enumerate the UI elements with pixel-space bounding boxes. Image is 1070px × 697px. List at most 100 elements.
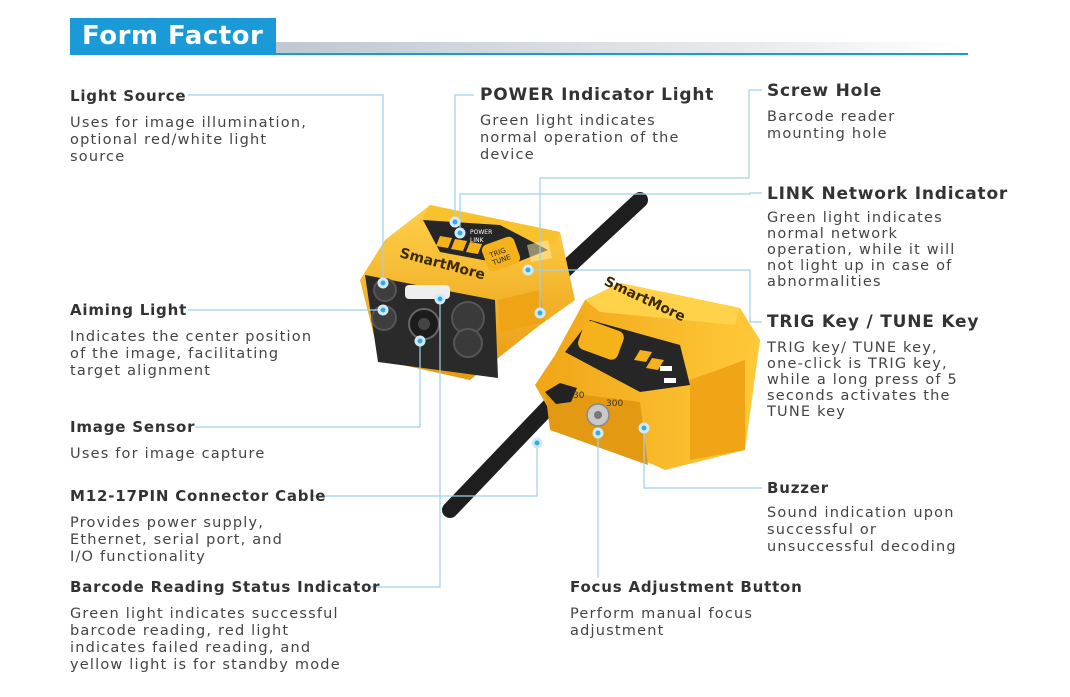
trig-key-title: TRIG Key / TUNE Key [767, 312, 980, 332]
section-title: Form Factor [70, 18, 276, 54]
label-aiming-light: Aiming Light Indicates the center positi… [70, 301, 312, 380]
leader-barcode-status [368, 300, 441, 588]
link-indicator-title: LINK Network Indicator [767, 184, 1009, 204]
dot-link-indicator [454, 227, 466, 239]
label-connector-cable: M12-17PIN Connector Cable Provides power… [70, 487, 326, 566]
dot-focus-button [592, 427, 604, 439]
desc-line: operation, while it will [767, 242, 956, 258]
focus-button-title: Focus Adjustment Button [570, 578, 803, 596]
desc-line: Provides power supply, [70, 515, 265, 531]
desc-line: adjustment [570, 623, 665, 639]
desc-line: Ethernet, serial port, and [70, 532, 284, 548]
label-power-indicator: POWER Indicator Light Green light indica… [480, 85, 714, 164]
light-source-title: Light Source [70, 87, 187, 105]
aiming-light-title: Aiming Light [70, 301, 188, 319]
leader-light-source [188, 94, 384, 282]
leader-buzzer [643, 428, 762, 489]
desc-line: device [480, 147, 535, 163]
image-sensor-title: Image Sensor [70, 418, 196, 436]
desc-line: Sound indication upon [767, 505, 955, 521]
dot-image-sensor [414, 335, 426, 347]
leader-link-indicator [459, 192, 762, 232]
desc-line: Indicates the center position [70, 329, 313, 345]
buzzer-title: Buzzer [767, 479, 829, 497]
desc-line: Perform manual focus [570, 606, 754, 622]
leader-screw-hole [539, 89, 762, 312]
light-source-desc: Uses for image illumination, optional re… [70, 115, 307, 166]
dot-aiming-light [377, 304, 389, 316]
desc-line: while a long press of 5 [767, 372, 958, 388]
dot-light-source [377, 277, 389, 289]
label-barcode-status: Barcode Reading Status Indicator Green l… [70, 578, 380, 674]
connector-cable-title: M12-17PIN Connector Cable [70, 487, 327, 505]
desc-line: normal operation of the [480, 130, 680, 146]
leader-image-sensor [195, 342, 421, 428]
aiming-light-desc: Indicates the center position of the ima… [70, 329, 312, 380]
screw-hole-title: Screw Hole [767, 81, 883, 101]
leader-trig-key [530, 269, 762, 323]
label-light-source: Light Source Uses for image illumination… [70, 87, 307, 166]
desc-line: not light up in case of [767, 258, 953, 274]
link-label: LINK [470, 237, 485, 244]
desc-line: normal network [767, 226, 899, 242]
desc-line: optional red/white light [70, 132, 268, 148]
desc-line: one-click is TRIG key, [767, 356, 948, 372]
buzzer-desc: Sound indication upon successful or unsu… [767, 505, 957, 556]
dot-buzzer [638, 422, 650, 434]
dot-trig-key [522, 264, 534, 276]
trig-tune-key: TRIG TUNE [481, 236, 521, 272]
connector-cable-desc: Provides power supply, Ethernet, serial … [70, 515, 326, 566]
dial-max-label: 300 [606, 399, 623, 409]
dot-screw-hole [534, 307, 546, 319]
link-indicator-desc: Green light indicates normal network ope… [767, 210, 1008, 290]
label-trig-key: TRIG Key / TUNE Key TRIG key/ TUNE key, … [767, 312, 979, 420]
desc-line: seconds activates the [767, 388, 951, 404]
desc-line: Green light indicates successful [70, 606, 339, 622]
desc-line: Green light indicates [480, 113, 656, 129]
focus-button-desc: Perform manual focus adjustment [570, 606, 803, 640]
barcode-status-title: Barcode Reading Status Indicator [70, 578, 381, 596]
trig-key-desc: TRIG key/ TUNE key, one-click is TRIG ke… [767, 340, 979, 420]
label-screw-hole: Screw Hole Barcode reader mounting hole [767, 81, 895, 143]
header-bar [276, 42, 966, 54]
desc-line: Uses for image capture [70, 446, 266, 462]
desc-line: I/O functionality [70, 549, 207, 565]
label-buzzer: Buzzer Sound indication upon successful … [767, 479, 957, 556]
device-back: SmartMore 30 300 [535, 274, 760, 470]
label-image-sensor: Image Sensor Uses for image capture [70, 418, 265, 463]
desc-line: yellow light is for standby mode [70, 657, 341, 673]
desc-line: indicates failed reading, and [70, 640, 312, 656]
power-indicator-title: POWER Indicator Light [480, 85, 715, 105]
desc-line: Barcode reader [767, 109, 896, 125]
desc-line: Uses for image illumination, [70, 115, 308, 131]
barcode-status-desc: Green light indicates successful barcode… [70, 606, 380, 674]
desc-line: mounting hole [767, 126, 888, 142]
image-sensor-desc: Uses for image capture [70, 446, 265, 463]
dot-connector-cable [531, 437, 543, 449]
desc-line: of the image, facilitating [70, 346, 280, 362]
power-indicator-desc: Green light indicates normal operation o… [480, 113, 714, 164]
desc-line: abnormalities [767, 274, 882, 290]
leader-connector-cable [310, 443, 538, 497]
desc-line: source [70, 149, 126, 165]
dial-min-label: 30 [573, 391, 585, 401]
leader-power-indicator [454, 94, 474, 222]
desc-line: successful or [767, 522, 878, 538]
pointer-dots [377, 216, 650, 449]
desc-line: Green light indicates [767, 210, 943, 226]
leader-lines [188, 89, 762, 588]
desc-line: unsuccessful decoding [767, 539, 957, 555]
desc-line: barcode reading, red light [70, 623, 290, 639]
dot-power-indicator [449, 216, 461, 228]
desc-line: TUNE key [767, 404, 847, 420]
screw-hole-desc: Barcode reader mounting hole [767, 109, 895, 143]
header-line [70, 53, 968, 55]
desc-line: TRIG key/ TUNE key, [767, 340, 938, 356]
label-link-indicator: LINK Network Indicator Green light indic… [767, 184, 1008, 290]
desc-line: target alignment [70, 363, 212, 379]
label-focus-button: Focus Adjustment Button Perform manual f… [570, 578, 803, 640]
power-label: POWER [470, 229, 492, 236]
device-front: TRIG TUNE POWER LINK SmartMore [360, 205, 575, 380]
dot-barcode-status [434, 293, 446, 305]
